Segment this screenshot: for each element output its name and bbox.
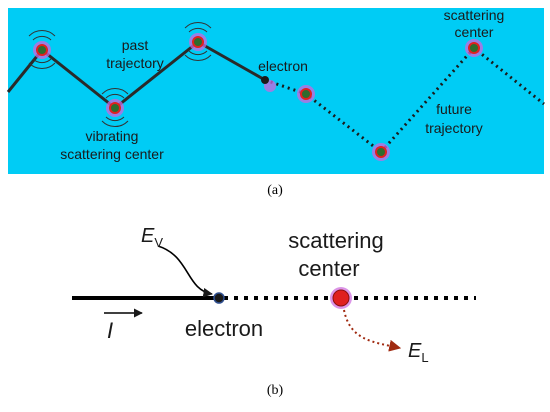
label-future: future bbox=[436, 101, 472, 117]
label-scattering: scattering bbox=[444, 7, 505, 23]
label-el-main: E bbox=[408, 340, 422, 362]
label-ev-main: E bbox=[141, 225, 155, 247]
label-el-sub: L bbox=[421, 350, 428, 365]
scattering-center-6 bbox=[468, 42, 480, 54]
label-center-b: center bbox=[298, 256, 359, 281]
label-el: EL bbox=[408, 340, 429, 365]
label-scattering-b: scattering bbox=[288, 228, 383, 253]
label-ev: EV bbox=[141, 225, 163, 250]
scattering-center-1 bbox=[36, 44, 48, 56]
scattering-center-5 bbox=[375, 146, 387, 158]
el-arrow bbox=[343, 309, 402, 352]
label-ev-sub: V bbox=[154, 235, 163, 250]
ev-arrow bbox=[157, 245, 213, 298]
vibration-arcs-3 bbox=[184, 22, 212, 61]
scattering-centers bbox=[36, 36, 480, 158]
vibration-arcs-2 bbox=[101, 88, 129, 127]
label-vibrating: vibrating bbox=[86, 128, 139, 144]
caption-b: (b) bbox=[267, 383, 284, 398]
vibration-arcs-1 bbox=[28, 30, 56, 69]
scattering-center-b bbox=[332, 289, 350, 307]
label-vibrating-center: scattering center bbox=[60, 146, 164, 162]
panel-a-background bbox=[8, 8, 544, 174]
label-electron-b: electron bbox=[185, 316, 263, 341]
scattering-center-3 bbox=[192, 36, 204, 48]
label-past: past bbox=[122, 37, 149, 53]
caption-a: (a) bbox=[267, 183, 283, 198]
electron-dot-a bbox=[261, 76, 269, 84]
electron-dot-b bbox=[213, 292, 225, 304]
scattering-center-4 bbox=[300, 88, 312, 100]
label-trajectory-past: trajectory bbox=[106, 55, 164, 71]
label-trajectory-future: trajectory bbox=[425, 120, 483, 136]
label-electron-a: electron bbox=[258, 58, 308, 74]
panel-b: EV scattering center electron I EL bbox=[72, 225, 476, 365]
scattering-center-2 bbox=[109, 102, 121, 114]
label-current: I bbox=[107, 318, 113, 343]
panel-a: past trajectory electron scattering cent… bbox=[6, 7, 545, 174]
label-center-a: center bbox=[455, 24, 494, 40]
